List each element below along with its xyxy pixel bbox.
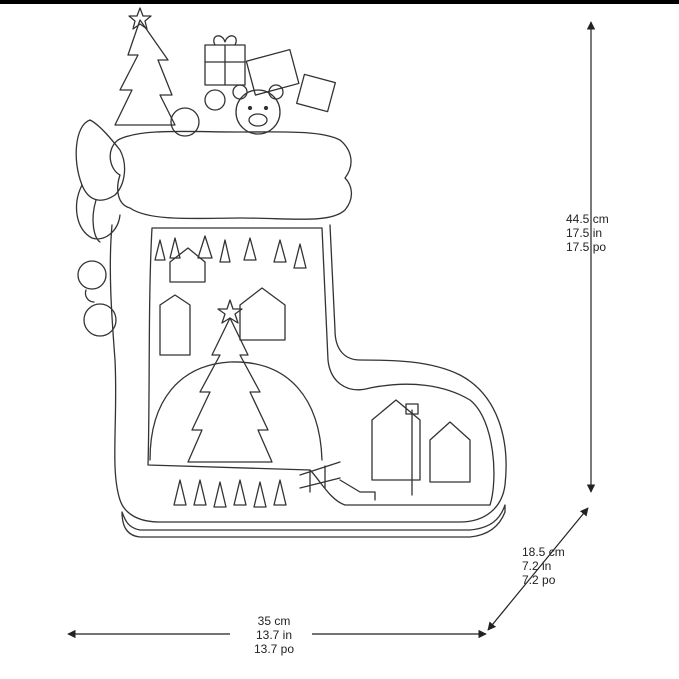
top-tree [114,19,176,126]
house-1 [169,247,206,283]
width-in: 13.7 in [255,628,293,642]
depth-po: 7.2 po [522,573,556,587]
top-border [0,0,679,4]
boot-illustration [75,7,507,538]
depth-cm: 18.5 cm [522,545,565,559]
boot-base [121,504,506,538]
present-2 [245,48,300,96]
height-dimension-label: 44.5 cm 17.5 in 17.5 po [566,212,609,254]
depth-in: 7.2 in [522,559,552,573]
height-cm: 44.5 cm [566,212,609,226]
bow [75,119,126,201]
dimension-lines [67,21,596,639]
present-3 [296,73,336,113]
depth-arrow [487,507,589,631]
house-2 [239,287,286,341]
height-in: 17.5 in [566,226,603,240]
teddy-head [235,89,281,135]
width-po: 13.7 po [253,642,295,656]
width-cm: 35 cm [257,614,291,628]
scene-tree [187,317,273,463]
boot-cuff [109,130,353,220]
lamp-post [405,403,419,496]
depth-dimension-label: 18.5 cm 7.2 in 7.2 po [522,545,565,587]
width-dimension-label: 35 cm 13.7 in 13.7 po [244,614,304,656]
boot-window [147,227,495,506]
height-po: 17.5 po [566,240,607,254]
house-3 [371,399,421,481]
